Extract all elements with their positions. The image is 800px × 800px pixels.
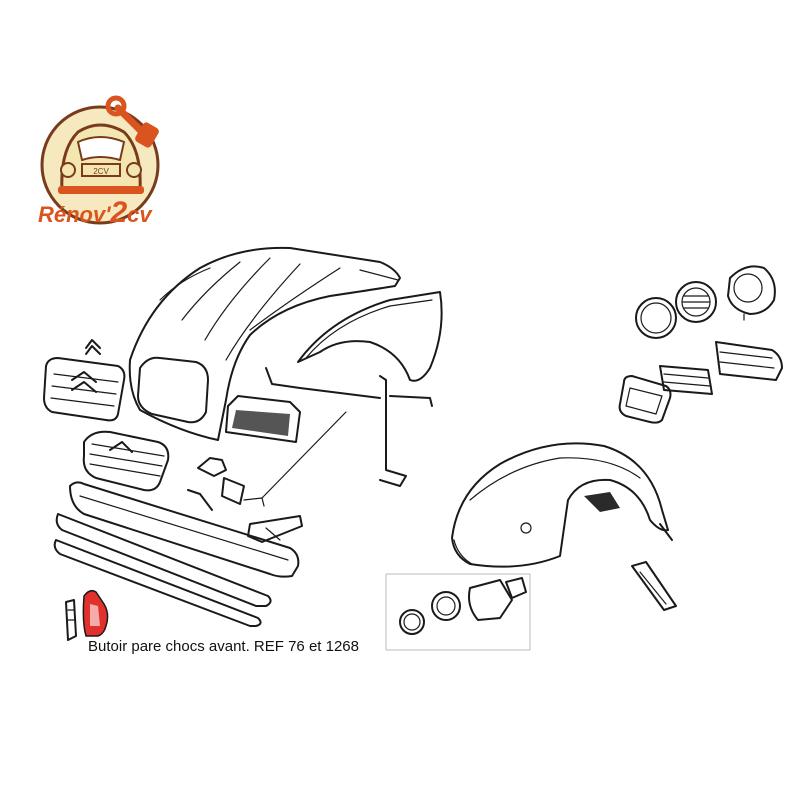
rectangular-lamp-parts [618,341,783,424]
car-front-icon: 2CV [58,123,144,194]
front-bumper-lower-part [53,513,272,627]
bonnet-part [128,246,401,441]
bonnet-support-rods [243,367,433,507]
diagram-caption: Butoir pare chocs avant. REF 76 et 1268 [88,638,359,655]
front-grille-chrome-part [43,357,126,422]
front-bumper-upper-part [69,481,300,578]
side-panel-part [225,395,301,443]
rear-wing-part [451,442,673,568]
small-brackets [187,457,303,543]
front-grille-bars-part [82,430,170,492]
logo-brand-text: Rénov'2cv [38,196,153,229]
renov2cv-logo: 2CV Rénov'2cv [38,95,160,229]
logo-brand-right: cv [127,202,153,227]
bumper-stop-parts [65,589,109,641]
logo-plate: 2CV [93,167,109,176]
headlamp-parts [635,265,776,339]
chevron-badge-icon [85,339,101,355]
logo-brand-num: 2 [109,196,127,229]
indicator-lamp-assembly [385,573,531,651]
logo-brand-left: Rénov' [38,202,111,227]
wing-bracket-part [631,561,677,611]
front-wing-part [297,291,443,382]
wrench-icon [105,95,159,148]
